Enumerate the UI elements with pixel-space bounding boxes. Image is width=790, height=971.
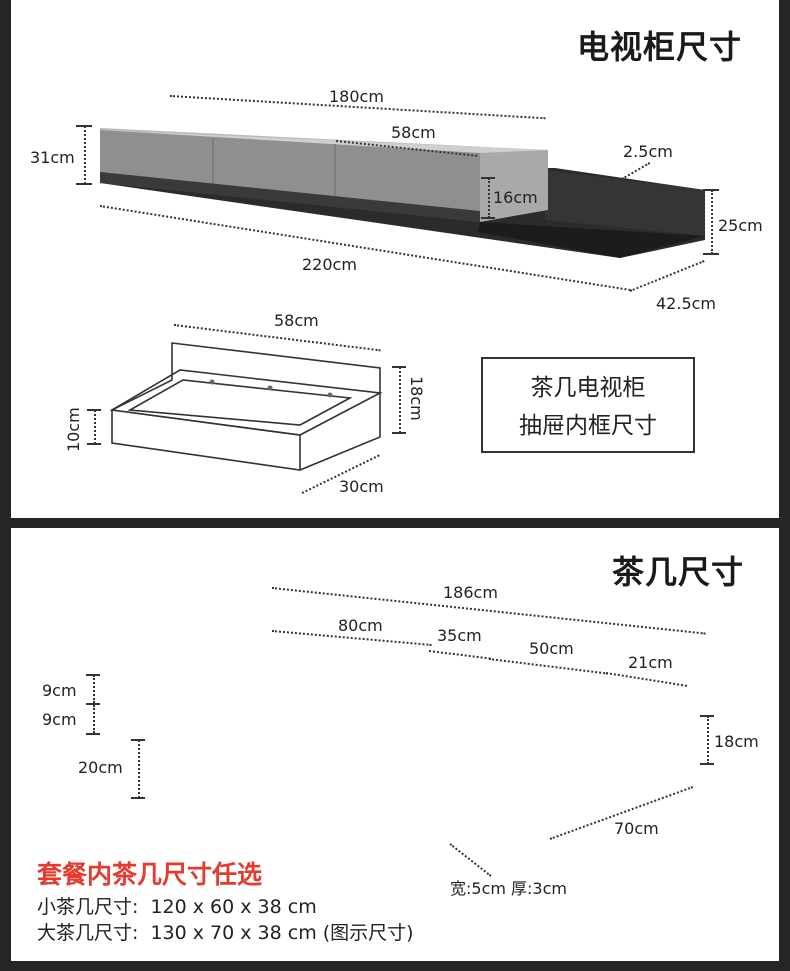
dim-cap xyxy=(392,366,406,368)
large-table-value: 130 x 70 x 38 cm (图示尺寸) xyxy=(150,922,414,944)
dim-cap xyxy=(703,253,719,255)
dim-line-18-table xyxy=(707,716,709,764)
options-headline: 套餐内茶几尺寸任选 xyxy=(37,860,263,889)
tv-cabinet-illustration xyxy=(100,128,705,258)
dim-18-drawer-label: 18cm xyxy=(407,376,426,421)
drawer-frame-illustration xyxy=(109,342,383,471)
dim-cap xyxy=(481,177,495,179)
dim-cap xyxy=(86,733,100,735)
dim-line-18-drawer xyxy=(399,367,401,433)
dim-line-10-drawer xyxy=(94,410,96,444)
dim-2-5-label: 2.5cm xyxy=(623,142,673,161)
tv-cabinet-title: 电视柜尺寸 xyxy=(577,28,743,66)
tv-cabinet-panel xyxy=(11,0,779,518)
dim-25-label: 25cm xyxy=(718,216,763,235)
dim-cap xyxy=(700,763,714,765)
dim-line-31 xyxy=(84,126,86,184)
dim-18-table-label: 18cm xyxy=(714,732,759,751)
dim-20-label: 20cm xyxy=(78,758,123,777)
coffee-table-title: 茶几尺寸 xyxy=(612,553,745,591)
dim-line-25 xyxy=(711,190,713,254)
small-table-label: 小茶几尺寸: xyxy=(37,896,139,918)
small-table-value: 120 x 60 x 38 cm xyxy=(150,896,317,918)
dim-186-label: 186cm xyxy=(443,583,498,602)
dim-cap xyxy=(481,217,495,219)
dim-16-label: 16cm xyxy=(493,188,538,207)
dim-70-label: 70cm xyxy=(614,819,659,838)
drawer-screw-holes xyxy=(209,379,333,398)
drawer-caption-line2: 抽屉内框尺寸 xyxy=(519,413,657,439)
dim-cap xyxy=(131,739,145,741)
dim-cap xyxy=(76,125,92,127)
large-table-label: 大茶几尺寸: xyxy=(37,922,139,944)
dim-21-label: 21cm xyxy=(628,653,673,672)
dim-35-label: 35cm xyxy=(437,626,482,645)
dim-42-5-label: 42.5cm xyxy=(656,294,717,313)
large-table-spec: 大茶几尺寸: 130 x 70 x 38 cm (图示尺寸) xyxy=(37,918,414,945)
drawer-caption-line1: 茶几电视柜 xyxy=(530,375,646,401)
dim-line-20 xyxy=(138,740,140,798)
dim-cap xyxy=(76,183,92,185)
dim-58-drawer-label: 58cm xyxy=(274,311,319,330)
dim-line-9b xyxy=(93,705,95,733)
dim-cap xyxy=(87,443,101,445)
dim-58-top-label: 58cm xyxy=(391,123,436,142)
dim-80-label: 80cm xyxy=(338,616,383,635)
dim-cap xyxy=(86,674,100,676)
dim-30-drawer-label: 30cm xyxy=(339,477,384,496)
dim-line-16 xyxy=(488,178,490,218)
dim-9b-label: 9cm xyxy=(42,710,77,729)
dim-10-drawer-label: 10cm xyxy=(64,407,83,452)
dim-cap xyxy=(392,432,406,434)
dim-cap xyxy=(86,703,100,705)
dim-line-9a xyxy=(93,675,95,703)
dim-31-label: 31cm xyxy=(30,148,75,167)
dim-cap xyxy=(131,797,145,799)
dim-50-label: 50cm xyxy=(529,639,574,658)
drawer-caption-box: 茶几电视柜 抽屉内框尺寸 xyxy=(481,357,695,453)
dim-180-label: 180cm xyxy=(329,87,384,106)
dim-cap xyxy=(87,409,101,411)
dim-cap xyxy=(700,715,714,717)
dim-220-label: 220cm xyxy=(302,255,357,274)
small-table-spec: 小茶几尺寸: 120 x 60 x 38 cm xyxy=(37,892,317,919)
leg-spec-label: 宽:5cm 厚:3cm xyxy=(450,879,567,898)
dim-9a-label: 9cm xyxy=(42,681,77,700)
dim-cap xyxy=(703,189,719,191)
